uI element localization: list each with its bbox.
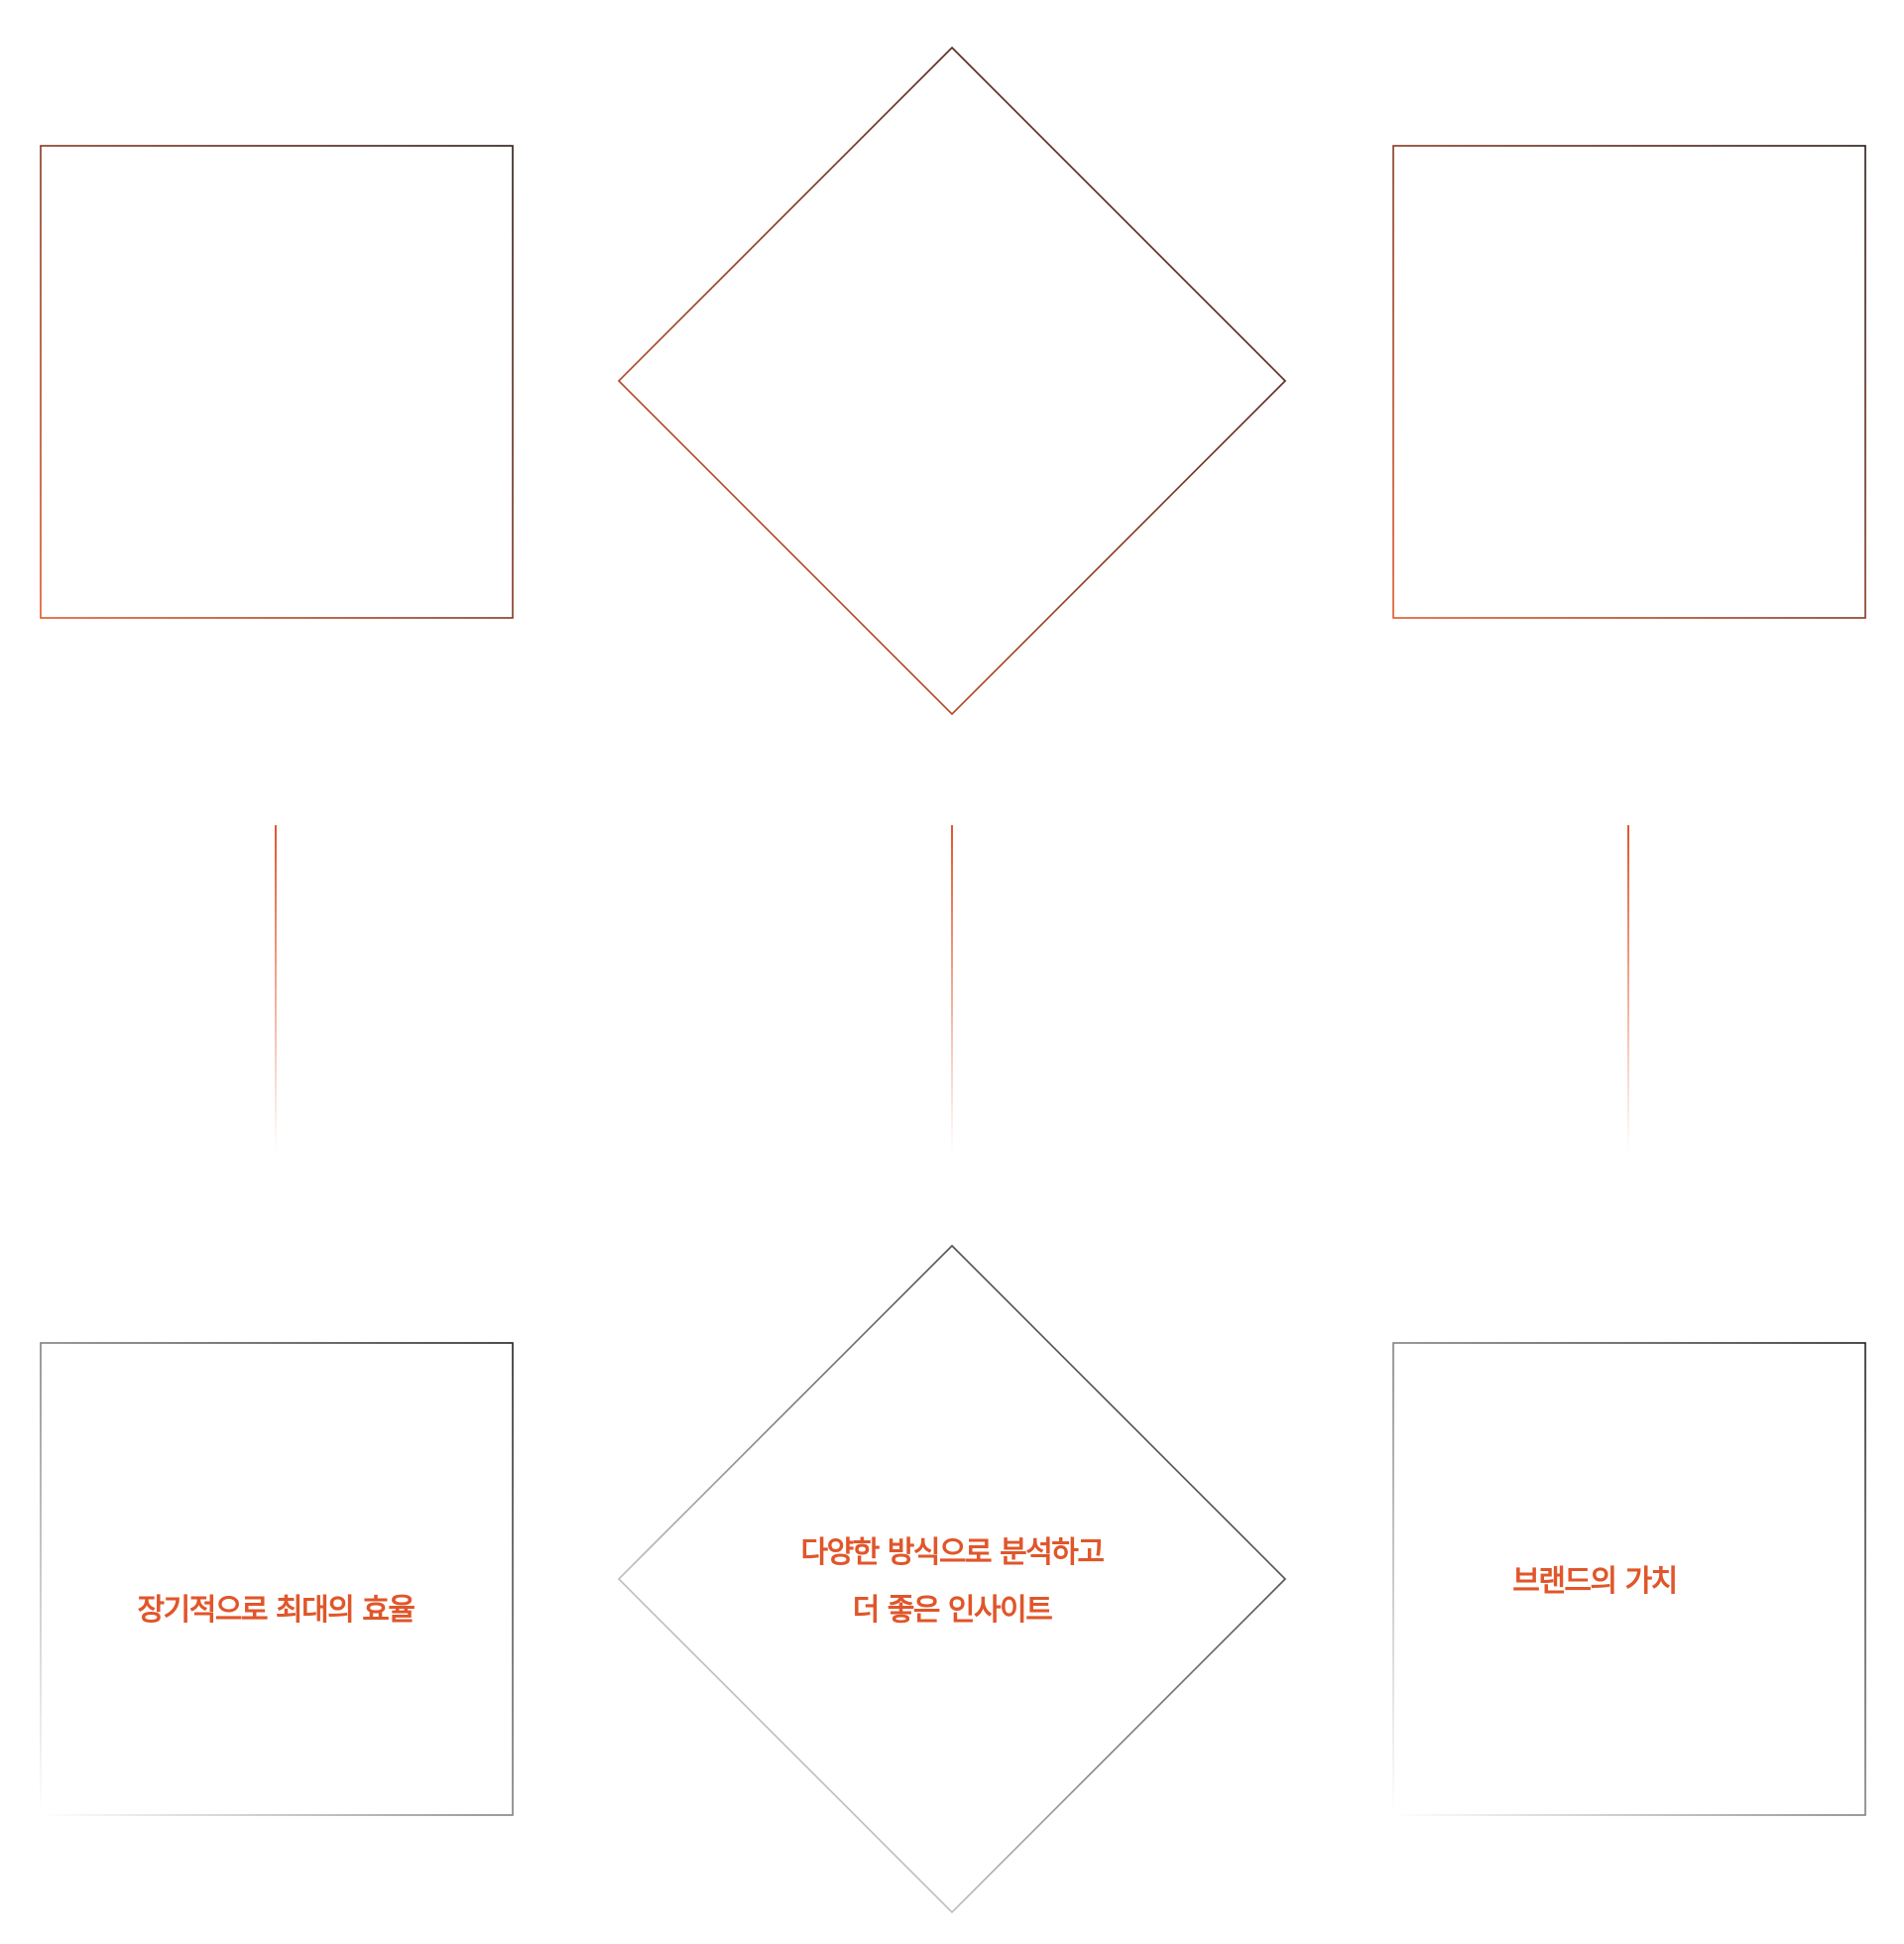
bottom-center-diamond — [617, 1244, 1287, 1914]
caption-left: 장기적으로 최대의 효율 — [40, 1582, 512, 1640]
caption-right: 브랜드의 가치 — [1396, 1553, 1793, 1611]
top-left-square — [40, 145, 514, 619]
caption-middle-line2: 더 좋은 인사이트 — [852, 1593, 1053, 1628]
caption-left-text: 장기적으로 최대의 효율 — [137, 1593, 416, 1628]
connector-line-right — [1627, 825, 1629, 1153]
caption-middle-line1: 다양한 방식으로 분석하고 — [800, 1535, 1106, 1570]
top-right-square — [1392, 145, 1866, 619]
caption-right-text: 브랜드의 가치 — [1512, 1564, 1678, 1599]
bottom-right-square — [1392, 1342, 1866, 1816]
bottom-left-square — [40, 1342, 514, 1816]
top-center-diamond — [617, 46, 1287, 716]
connector-line-left — [275, 825, 277, 1153]
connector-line-center — [951, 825, 953, 1153]
caption-middle: 다양한 방식으로 분석하고 더 좋은 인사이트 — [754, 1524, 1150, 1640]
